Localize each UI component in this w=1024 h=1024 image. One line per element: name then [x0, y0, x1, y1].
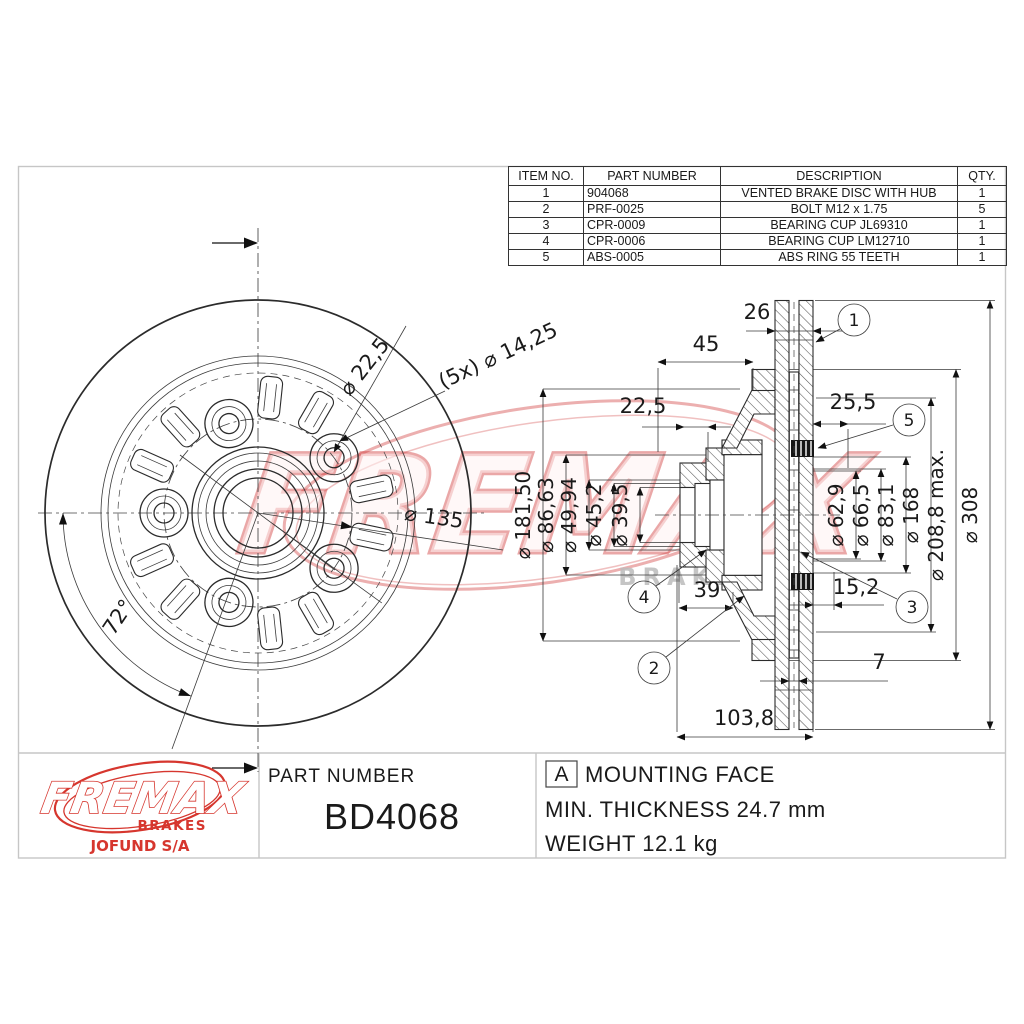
parts-table-header: ITEM NO. PART NUMBER DESCRIPTION QTY. — [508, 166, 1007, 186]
cell-part: CPR-0006 — [583, 233, 721, 250]
cell-part: PRF-0025 — [583, 201, 721, 218]
dia-14-25-label: (5x) ⌀ 14,25 — [435, 318, 561, 394]
dim-22-5-label: 22,5 — [620, 394, 667, 418]
table-row: 5 ABS-0005 ABS RING 55 TEETH 1 — [508, 249, 1007, 266]
brand-name: FREMAX — [38, 774, 250, 824]
dim-103-8-label: 103,8 — [714, 706, 774, 730]
brand-logo: FREMAX BRAKES JOFUND S/A — [37, 760, 251, 855]
mounting-face-label: MOUNTING FACE — [585, 762, 775, 787]
cell-qty: 1 — [957, 217, 1007, 234]
section-arrow-top — [244, 237, 258, 249]
hub-teeth — [130, 375, 394, 651]
callout-2: 2 — [649, 659, 660, 679]
cell-part: CPR-0009 — [583, 217, 721, 234]
dia-181-50-label: ⌀ 181,50 — [511, 471, 535, 559]
table-row: 4 CPR-0006 BEARING CUP LM12710 1 — [508, 233, 1007, 250]
dia-22-5-label: ⌀ 22,5 — [335, 333, 395, 400]
dim-45-label: 45 — [693, 332, 720, 356]
dim-25-5-label: 25,5 — [830, 390, 877, 414]
table-row: 2 PRF-0025 BOLT M12 x 1.75 5 — [508, 201, 1007, 218]
callout-1: 1 — [849, 311, 860, 331]
title-block: FREMAX BRAKES JOFUND S/A PART NUMBER BD4… — [37, 760, 826, 856]
dia-208-8-label: ⌀ 208,8 max. — [924, 449, 948, 581]
table-row: 3 CPR-0009 BEARING CUP JL69310 1 — [508, 217, 1007, 234]
brand-company: JOFUND S/A — [90, 837, 190, 855]
cell-part: ABS-0005 — [583, 249, 721, 266]
extension-lines — [543, 300, 995, 730]
dia-45-2-label: ⌀ 45,2 — [582, 484, 606, 547]
cell-desc: BEARING CUP JL69310 — [720, 217, 958, 234]
min-thickness-label: MIN. THICKNESS 24.7 mm — [545, 797, 826, 822]
col-item-no: ITEM NO. — [508, 166, 584, 186]
dia-83-1-label: ⌀ 83,1 — [874, 484, 898, 547]
dia-62-9-label: ⌀ 62,9 — [824, 484, 848, 547]
cell-desc: BEARING CUP LM12710 — [720, 233, 958, 250]
callout-4: 4 — [639, 588, 650, 608]
weight-label: WEIGHT 12.1 kg — [545, 831, 718, 856]
datum-box — [545, 760, 578, 788]
cell-desc: ABS RING 55 TEETH — [720, 249, 958, 266]
parts-table: ITEM NO. PART NUMBER DESCRIPTION QTY. 1 … — [508, 166, 1007, 266]
dia-39-5-label: ⌀ 39,5 — [608, 484, 632, 547]
dim-26-label: 26 — [744, 300, 771, 324]
callout-balloons: 1 5 3 4 2 — [627, 303, 929, 685]
col-description: DESCRIPTION — [720, 166, 958, 186]
section-body — [655, 299, 840, 731]
col-part-number: PART NUMBER — [583, 166, 721, 186]
datum-label: A — [554, 763, 568, 786]
diameter-dimensions: ⌀ 181,50 ⌀ 86,63 ⌀ 49,94 ⌀ 45,2 ⌀ 39,5 ⌀… — [511, 300, 994, 730]
dia-86-63-label: ⌀ 86,63 — [534, 477, 558, 553]
callout-5: 5 — [904, 411, 915, 431]
cell-item: 5 — [508, 249, 584, 266]
cell-qty: 1 — [957, 249, 1007, 266]
cell-item: 1 — [508, 185, 584, 202]
cell-part: 904068 — [583, 185, 721, 202]
section-view: ⌀ 181,50 ⌀ 86,63 ⌀ 49,94 ⌀ 45,2 ⌀ 39,5 ⌀… — [511, 299, 995, 741]
front-view: 72° ⌀ 22,5 (5x) ⌀ 14,25 ⌀ 135 — [38, 228, 561, 774]
section-arrow-bottom — [244, 762, 258, 774]
cell-qty: 1 — [957, 185, 1007, 202]
cell-desc: BOLT M12 x 1.75 — [720, 201, 958, 218]
cell-item: 4 — [508, 233, 584, 250]
dia-168-label: ⌀ 168 — [899, 487, 923, 544]
cell-qty: 5 — [957, 201, 1007, 218]
dim-7-label: 7 — [872, 650, 885, 674]
cell-desc: VENTED BRAKE DISC WITH HUB — [720, 185, 958, 202]
cell-item: 3 — [508, 217, 584, 234]
part-number-value: BD4068 — [324, 796, 460, 837]
dia-308-label: ⌀ 308 — [958, 487, 982, 544]
col-qty: QTY. — [957, 166, 1007, 186]
callout-3: 3 — [907, 598, 918, 618]
dia-66-5-label: ⌀ 66,5 — [849, 484, 873, 547]
wheel-studs — [139, 398, 359, 628]
abs-ring-teeth — [791, 440, 814, 590]
cell-qty: 1 — [957, 233, 1007, 250]
part-number-label: PART NUMBER — [268, 766, 415, 787]
brand-sub: BRAKES — [137, 818, 207, 834]
dim-39-label: 39 — [694, 578, 721, 602]
dia-49-94-label: ⌀ 49,94 — [557, 477, 581, 553]
table-row: 1 904068 VENTED BRAKE DISC WITH HUB 1 — [508, 185, 1007, 202]
cell-item: 2 — [508, 201, 584, 218]
